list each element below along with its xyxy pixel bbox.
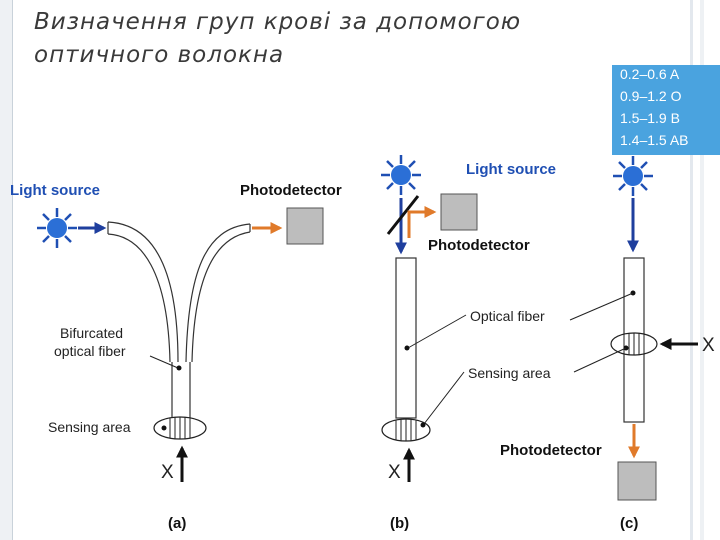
a-fiber-label-1: Bifurcated bbox=[60, 325, 123, 341]
left-decor-bar bbox=[0, 0, 12, 540]
slide-title: Визначення груп крові за допомогою оптич… bbox=[34, 6, 634, 72]
diagram-c: X Photodetector (c) bbox=[500, 156, 715, 532]
b-photodetector-box bbox=[440, 193, 478, 231]
a-sensing-dot bbox=[161, 425, 167, 431]
right-decor-bar-2 bbox=[700, 0, 704, 540]
b-sensing-dot bbox=[420, 422, 426, 428]
left-decor-line bbox=[12, 0, 13, 540]
a-panel-label: (a) bbox=[168, 515, 186, 532]
b-orange-arrow bbox=[407, 206, 437, 238]
b-sensing-area bbox=[381, 418, 431, 442]
a-fiber-label-2: optical fiber bbox=[54, 343, 126, 359]
c-x-label: X bbox=[702, 335, 715, 356]
a-x-label: X bbox=[161, 462, 174, 483]
a-bifurcated-fiber bbox=[107, 221, 251, 418]
blood-group-ab: 1.4–1.5 AB bbox=[620, 132, 689, 148]
a-photodetector-label: Photodetector bbox=[240, 182, 342, 199]
a-photodetector-box bbox=[286, 207, 324, 245]
c-sensing-leader bbox=[573, 347, 627, 373]
b-optical-fiber-label: Optical fiber bbox=[470, 308, 545, 324]
c-light-source-icon bbox=[613, 156, 653, 196]
c-fiber-top bbox=[623, 257, 645, 337]
c-fiber-bottom bbox=[623, 351, 645, 423]
blood-group-o: 0.9–1.2 O bbox=[620, 88, 682, 104]
c-panel-label: (c) bbox=[620, 515, 638, 532]
title-line-2: оптичного волокна bbox=[34, 42, 285, 68]
diagram-a: Light source Photodetector Bifurcated op… bbox=[10, 182, 342, 532]
b-optical-fiber bbox=[395, 257, 417, 419]
a-light-source-icon bbox=[37, 208, 77, 248]
b-light-source-label: Light source bbox=[466, 161, 556, 178]
c-photodetector-box bbox=[617, 461, 657, 501]
b-panel-label: (b) bbox=[390, 515, 409, 532]
blood-group-a: 0.2–0.6 A bbox=[620, 66, 680, 82]
right-decor-bar bbox=[690, 0, 693, 540]
b-fiber-leader bbox=[407, 314, 467, 349]
c-photodetector-label: Photodetector bbox=[500, 442, 602, 459]
a-sensing-area bbox=[153, 416, 207, 440]
a-fiber-dot bbox=[176, 365, 182, 371]
b-x-label: X bbox=[388, 462, 401, 483]
diagram-b: Light source Photodetector Optical fiber… bbox=[381, 155, 556, 532]
blood-group-ranges-box bbox=[612, 65, 720, 155]
b-fiber-dot bbox=[404, 345, 410, 351]
b-photodetector-label: Photodetector bbox=[428, 237, 530, 254]
b-sensing-leader bbox=[423, 371, 465, 425]
a-fiber-leader bbox=[149, 355, 179, 369]
title-line-1: Визначення груп крові за допомогою bbox=[34, 9, 522, 35]
b-beam-splitter bbox=[386, 195, 420, 235]
a-light-source-label: Light source bbox=[10, 182, 100, 199]
a-sensing-label: Sensing area bbox=[48, 419, 131, 435]
blood-group-b: 1.5–1.9 B bbox=[620, 110, 680, 126]
c-fiber-leader bbox=[569, 292, 634, 321]
b-light-source-icon bbox=[381, 155, 421, 195]
b-sensing-label: Sensing area bbox=[468, 365, 551, 381]
